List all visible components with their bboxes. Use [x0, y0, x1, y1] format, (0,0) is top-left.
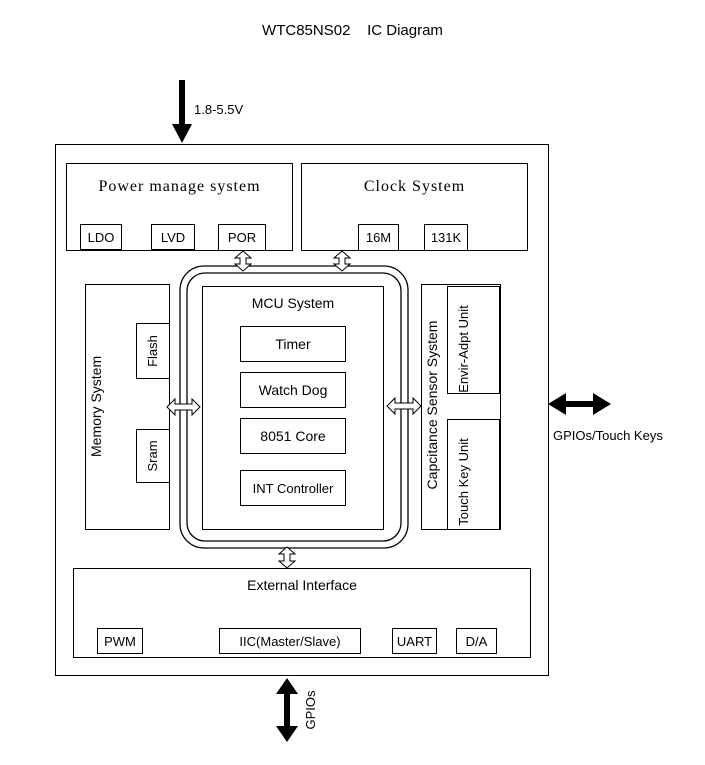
uart-block: UART	[392, 628, 437, 654]
clock-16m-label: 16M	[365, 230, 392, 245]
watchdog-block: Watch Dog	[240, 372, 346, 408]
flash-block	[136, 323, 170, 379]
clock-system-title: Clock System	[363, 178, 466, 195]
gpio-double-arrow	[276, 678, 298, 742]
mcu-system-title: MCU System	[251, 295, 335, 311]
memory-bus-connector	[166, 397, 201, 417]
lvd-label: LVD	[160, 229, 186, 245]
clock-131k-block: 131K	[424, 224, 468, 251]
memory-system-block	[85, 284, 170, 530]
da-block: D/A	[456, 628, 497, 654]
external-interface-title: External Interface	[247, 577, 357, 593]
voltage-label: 1.8-5.5V	[194, 102, 244, 117]
clock-bus-connector	[332, 250, 352, 272]
core-8051-label: 8051 Core	[260, 428, 326, 444]
gpio-label: GPIOs	[303, 690, 318, 730]
iic-block: IIC(Master/Slave)	[219, 628, 361, 654]
por-bus-connector	[233, 250, 253, 272]
touch-key-block	[447, 419, 500, 530]
iic-label: IIC(Master/Slave)	[239, 633, 341, 649]
timer-block: Timer	[240, 326, 346, 362]
capacitance-bus-connector	[386, 396, 422, 416]
clock-16m-block: 16M	[358, 224, 399, 251]
pwm-label: PWM	[104, 633, 136, 649]
uart-label: UART	[396, 633, 433, 649]
gpio-touch-label: GPIOs/Touch Keys	[553, 428, 663, 443]
lvd-block: LVD	[151, 224, 195, 250]
external-bus-connector	[277, 546, 297, 569]
ldo-block: LDO	[80, 224, 122, 250]
diagram-title: WTC85NS02 IC Diagram	[262, 22, 443, 39]
timer-label: Timer	[275, 336, 311, 352]
clock-system-block: Clock System	[301, 163, 528, 251]
pwm-block: PWM	[97, 628, 143, 654]
core-8051-block: 8051 Core	[240, 418, 346, 454]
ldo-label: LDO	[87, 229, 115, 245]
por-label: POR	[227, 230, 257, 245]
clock-131k-label: 131K	[430, 230, 462, 245]
bus-connectors	[166, 250, 422, 569]
power-system-title: Power manage system	[98, 178, 261, 195]
power-input-arrow	[172, 80, 192, 143]
sram-block	[136, 429, 170, 483]
gpio-touch-double-arrow	[548, 393, 611, 415]
watchdog-label: Watch Dog	[258, 382, 328, 398]
int-controller-label: INT Controller	[252, 480, 334, 496]
envir-adpt-block	[447, 286, 500, 394]
int-controller-block: INT Controller	[240, 470, 346, 506]
por-block: POR	[218, 224, 266, 251]
da-label: D/A	[465, 633, 488, 649]
